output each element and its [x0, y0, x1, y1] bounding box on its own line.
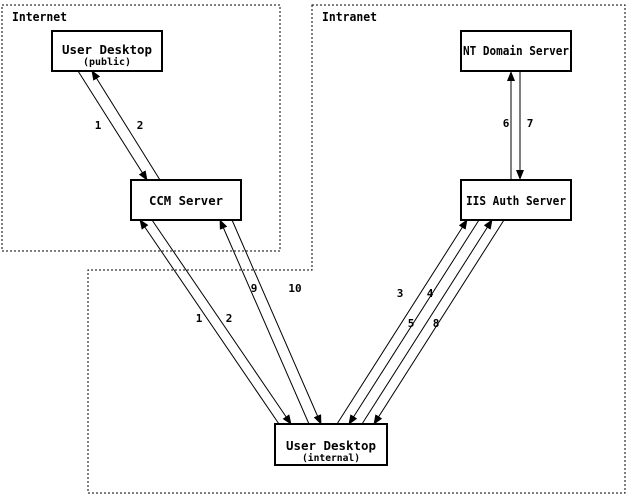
arrow-iis-to-internal-desktop-4: [348, 219, 480, 425]
flow-label-1-public: 1: [95, 119, 102, 132]
user-desktop-public-label: User Desktop: [62, 43, 152, 57]
nt-domain-server-box: [460, 30, 572, 72]
flow-label-8: 8: [433, 317, 440, 330]
user-desktop-public-sublabel: (public): [83, 56, 131, 68]
iis-auth-server-box: [460, 179, 572, 221]
arrow-public-desktop-to-ccm: [77, 70, 148, 181]
user-desktop-internal-label: User Desktop: [286, 439, 376, 453]
internet-zone-label: Internet: [12, 10, 67, 24]
flow-label-7: 7: [527, 117, 534, 130]
flow-label-5: 5: [408, 317, 415, 330]
arrow-internal-desktop-to-ccm-9: [219, 219, 310, 425]
flow-label-6: 6: [503, 117, 510, 130]
arrow-iis-to-internal-desktop-8: [373, 219, 505, 425]
nt-domain-server-label: NT Domain Server: [463, 44, 569, 58]
node-user-desktop-public: User Desktop (public): [51, 30, 163, 72]
intranet-zone-border: [87, 4, 626, 494]
node-user-desktop-internal: User Desktop (internal): [274, 423, 388, 466]
user-desktop-public-box: [51, 30, 163, 72]
arrow-ccm-to-internal-desktop-2: [151, 219, 292, 425]
flow-label-9: 9: [251, 282, 258, 295]
node-nt-domain-server: NT Domain Server: [460, 30, 572, 72]
node-ccm-server: CCM Server: [130, 179, 242, 221]
iis-auth-server-label: IIS Auth Server: [466, 194, 566, 208]
node-iis-auth-server: IIS Auth Server: [460, 179, 572, 221]
flow-label-10: 10: [288, 282, 301, 295]
arrow-ccm-to-public-desktop: [91, 70, 161, 181]
arrow-internal-desktop-to-ccm-1: [139, 219, 280, 425]
flow-label-1-internal: 1: [196, 312, 203, 325]
arrow-internal-desktop-to-iis-5: [361, 219, 493, 425]
flow-label-2-internal: 2: [226, 312, 233, 325]
user-desktop-internal-box: [274, 423, 388, 466]
arrow-ccm-to-internal-desktop-10: [231, 219, 322, 425]
user-desktop-internal-sublabel: (internal): [302, 452, 360, 464]
intranet-zone-label: Intranet: [322, 10, 377, 24]
ccm-server-box: [130, 179, 242, 221]
flow-label-4: 4: [427, 287, 434, 300]
arrow-internal-desktop-to-iis-3: [336, 219, 468, 425]
ccm-server-label: CCM Server: [149, 194, 223, 208]
flow-label-3: 3: [397, 287, 404, 300]
internet-zone-border: [1, 4, 281, 252]
flow-label-2-public: 2: [137, 119, 144, 132]
